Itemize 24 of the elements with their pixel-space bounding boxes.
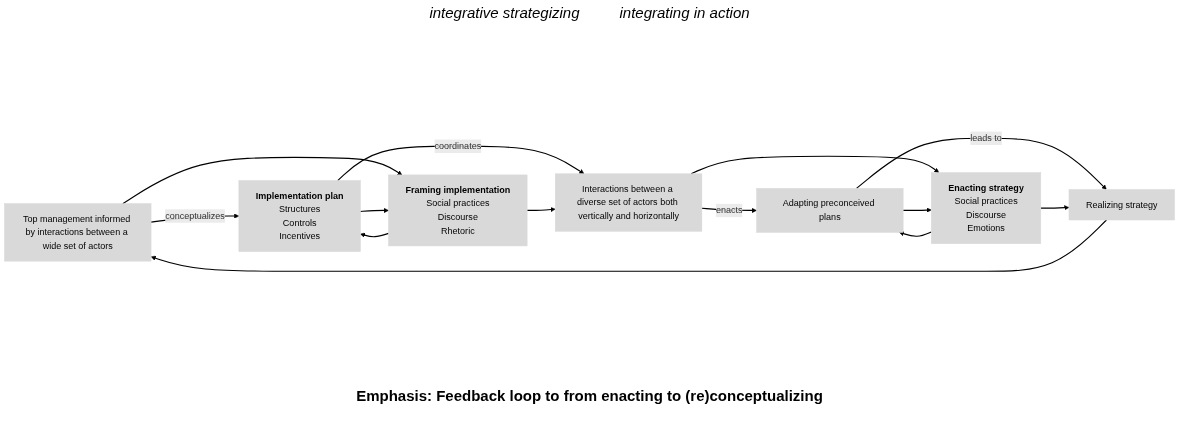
edge-label: enacts [715, 204, 743, 215]
arrow [526, 206, 556, 212]
caption: Emphasis: Feedback loop to from enacting to (re)conceptualizing [356, 387, 823, 404]
arrow [855, 137, 1107, 190]
node-box: Adapting preconceived plans [756, 187, 904, 233]
edge-label: leads to [970, 132, 1002, 143]
node-box: Top management informed by interactions between a wide set of actors [4, 202, 152, 261]
arrow [122, 156, 403, 204]
arrow [899, 230, 932, 237]
arrow [150, 219, 1107, 272]
node-box: Enacting strategy Social practices Discourse Emotions [931, 171, 1042, 244]
arrow [360, 232, 390, 238]
arrow [690, 155, 940, 174]
node-box: Framing implementation Social practices Discourse Rhetoric [388, 174, 528, 246]
node-box: Realizing strategy [1068, 188, 1175, 220]
arrow [902, 207, 932, 213]
annotation-text: integrating in action [619, 4, 750, 21]
node-box: Interactions between a diverse set of actors both vertically and horizontally [555, 173, 703, 232]
annotation-text: integrative strategizing [429, 4, 580, 21]
edge-label: conceptualizes [165, 210, 225, 221]
node-box: Implementation plan Structures Controls Incentives [238, 179, 361, 252]
edge-label: coordinates [434, 140, 482, 151]
arrow [359, 207, 389, 213]
arrow [1040, 204, 1070, 210]
